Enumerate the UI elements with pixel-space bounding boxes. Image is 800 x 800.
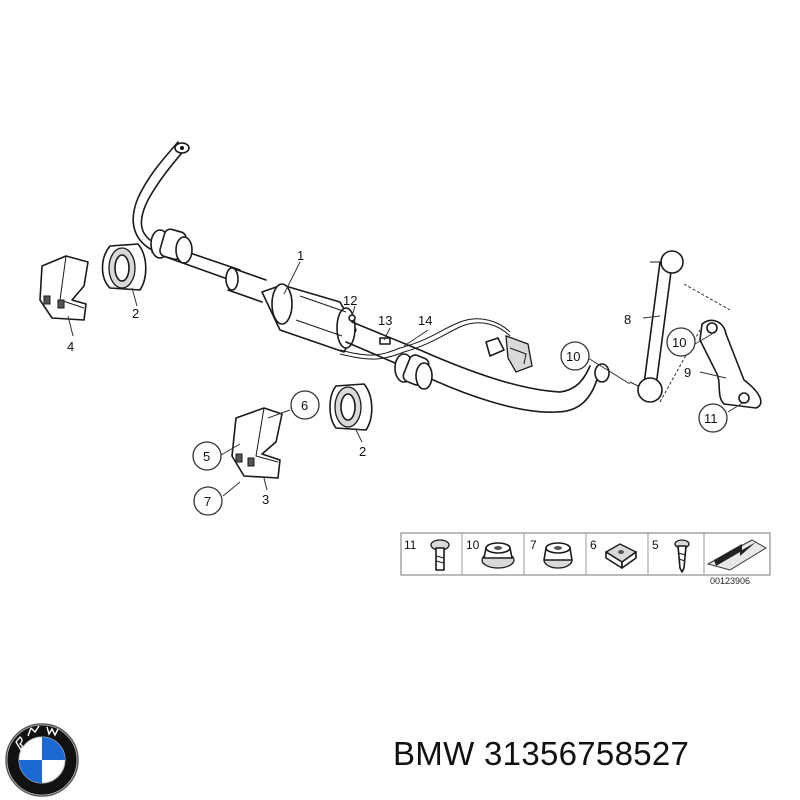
legend-label-7: 7	[530, 538, 537, 552]
callout-10-bracket: 10	[672, 335, 686, 350]
callout-10-link: 10	[566, 349, 580, 364]
callout-7: 7	[204, 494, 211, 509]
flange-nut-icon	[481, 542, 515, 569]
callout-6: 6	[301, 398, 308, 413]
fastener-legend: 11 10 7 6 5	[400, 532, 771, 586]
hex-nut-icon	[543, 542, 573, 569]
direction-arrow-icon	[706, 539, 767, 571]
leader-lines	[67, 261, 745, 497]
callout-1: 1	[297, 248, 304, 263]
callout-9: 9	[684, 365, 691, 380]
callout-2-upper: 2	[132, 306, 139, 321]
bolt-icon	[430, 539, 450, 571]
callout-5: 5	[203, 449, 210, 464]
callout-11: 11	[704, 411, 718, 426]
callout-12: 12	[343, 293, 357, 308]
legend-label-11: 11	[404, 538, 417, 552]
bracket-upper	[39, 255, 89, 321]
stabilizer-bar	[132, 141, 610, 413]
bmw-logo	[5, 723, 79, 797]
diagram-reference-number: 00123906	[710, 576, 750, 586]
callout-13: 13	[378, 313, 392, 328]
brand-part-number: BMW 31356758527	[393, 735, 690, 772]
link-bracket	[699, 319, 762, 409]
square-nut-icon	[604, 543, 638, 569]
rubber-bushing-upper	[101, 243, 147, 291]
rubber-bushing-lower	[329, 383, 373, 431]
bracket-lower	[231, 407, 283, 479]
callout-14: 14	[418, 313, 432, 328]
callout-3: 3	[262, 492, 269, 507]
callout-4: 4	[67, 339, 74, 354]
callout-2-lower: 2	[359, 444, 366, 459]
legend-label-6: 6	[590, 538, 597, 552]
callout-8: 8	[624, 312, 631, 327]
callouts: 1 12 13 14 2 4 8 9 2 3 10 10 11 6 5 7	[67, 248, 728, 516]
stabilizer-link	[629, 250, 684, 403]
screw-icon	[674, 539, 690, 573]
wire-harness	[339, 318, 533, 373]
legend-label-5: 5	[652, 538, 659, 552]
legend-label-10: 10	[466, 538, 480, 552]
